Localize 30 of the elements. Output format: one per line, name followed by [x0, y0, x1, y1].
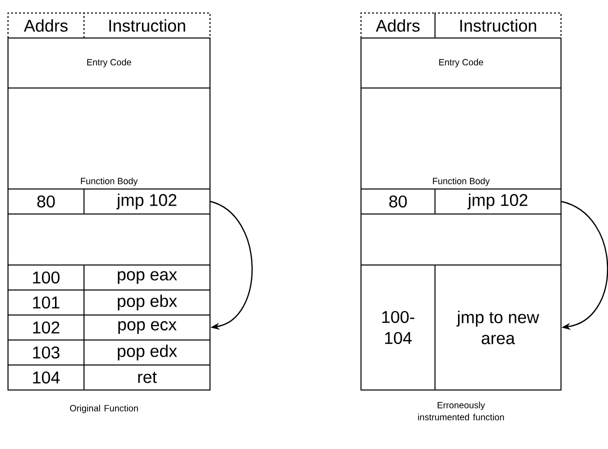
- table-cell: 80: [360, 188, 436, 214]
- empty-row: [360, 214, 562, 266]
- caption: Original Function: [70, 404, 138, 414]
- table-cell: 100: [8, 264, 84, 290]
- code-section: Function Body: [360, 88, 562, 190]
- table-cell: jmp 102: [84, 188, 210, 214]
- table-cell: pop ecx: [84, 314, 210, 340]
- empty-row: [8, 214, 210, 266]
- table-cell: pop eax: [84, 264, 210, 290]
- table-cell: 102: [8, 314, 84, 340]
- arrow: [561, 200, 608, 330]
- table-cell: pop edx: [84, 340, 210, 366]
- column-header: Addrs: [8, 12, 84, 38]
- code-section: Entry Code: [360, 38, 562, 88]
- table-cell: jmp 102: [434, 188, 562, 214]
- arrow: [210, 200, 253, 330]
- table-cell: ret: [84, 364, 210, 390]
- table-cell: jmp to new area: [434, 264, 562, 390]
- table-cell: 100- 104: [360, 264, 436, 390]
- column-header: Instruction: [84, 12, 210, 38]
- code-section: Function Body: [8, 88, 210, 190]
- column-header: Addrs: [360, 12, 436, 38]
- table-cell: pop ebx: [84, 290, 210, 316]
- table-cell: 80: [8, 188, 84, 214]
- table-cell: 104: [8, 364, 84, 390]
- table-cell: 101: [8, 290, 84, 316]
- caption: Erroneously instrumented function: [418, 402, 504, 420]
- code-section: Entry Code: [8, 38, 210, 88]
- column-header: Instruction: [434, 12, 562, 38]
- table-cell: 103: [8, 340, 84, 366]
